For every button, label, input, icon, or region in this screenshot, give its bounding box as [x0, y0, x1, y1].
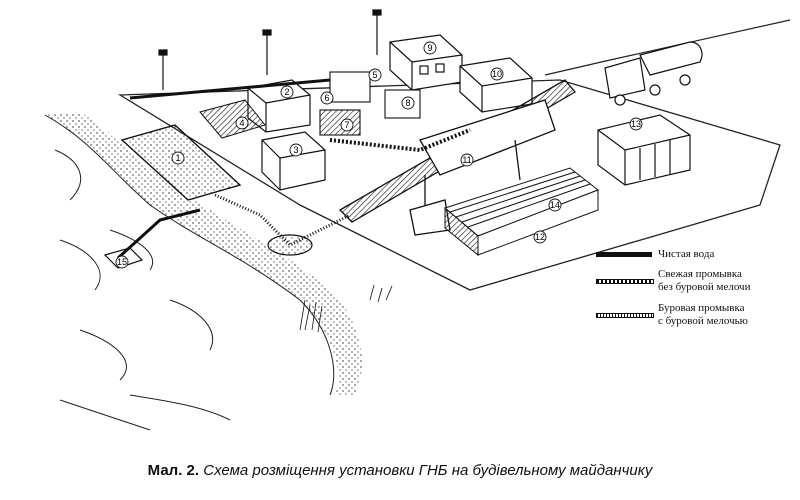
reeds: [299, 284, 393, 333]
clean-water-line: [129, 78, 331, 100]
site-road: [544, 19, 791, 76]
callout-number: 4: [239, 118, 244, 128]
return-mud-line: [214, 193, 351, 247]
callout-circle: [280, 85, 294, 99]
callout-number: 6: [324, 93, 329, 103]
figure-caption: Мал. 2. Схема розміщення установки ГНБ н…: [0, 462, 800, 479]
callout-circle: [235, 116, 249, 130]
callout-circle: [423, 41, 437, 55]
caption-prefix: Мал. 2.: [147, 462, 200, 479]
workshop-container: [459, 57, 533, 113]
callout-circle: [629, 117, 643, 131]
callout-circle: [533, 230, 547, 244]
callout-circle: [171, 151, 185, 165]
callout-circle: [490, 67, 504, 81]
clean-water-line: [116, 208, 201, 260]
legend-swatch: [596, 252, 652, 257]
callout-circle: [289, 143, 303, 157]
legend-label: Чистая вода: [658, 248, 715, 260]
callout-number: 12: [535, 232, 545, 242]
generator-unit: [247, 79, 311, 133]
callout-circle: [548, 198, 562, 212]
mud-collection-pit: [267, 234, 313, 256]
callout-circle: [320, 91, 334, 105]
callout-circle: [460, 153, 474, 167]
legend-label: Буровая промывка: [658, 302, 745, 314]
callout-number: 11: [462, 155, 471, 165]
callout-number: 14: [550, 200, 560, 210]
callout-number: 15: [117, 257, 127, 267]
legend-label: без буровой мелочи: [658, 281, 751, 293]
legend-swatch: [596, 279, 654, 284]
callout-number: 8: [405, 98, 410, 108]
callout-number: 10: [492, 69, 502, 79]
hdd-drilling-rig: [338, 79, 576, 236]
pipe-stack: [443, 167, 600, 257]
callout-number: 5: [372, 70, 377, 80]
light-mast: [158, 9, 382, 90]
river-bank: [44, 114, 335, 431]
callout-number: 7: [344, 120, 349, 130]
callout-circle: [368, 68, 382, 82]
recycling-unit: [319, 71, 421, 136]
site-ground-outline: [117, 79, 781, 291]
legend-label: с буровой мелочью: [658, 315, 748, 327]
callout-number: 3: [293, 145, 298, 155]
callout-number: 1: [175, 153, 180, 163]
water-tanker-truck: [604, 41, 703, 106]
callout-circle: [401, 96, 415, 110]
callout-circle: [115, 255, 129, 269]
callout-number: 9: [427, 43, 432, 53]
callout-circle: [340, 118, 354, 132]
callout-number: 13: [631, 119, 641, 129]
pump-rack: [199, 99, 266, 139]
legend-swatch: [596, 313, 654, 318]
mixing-unit: [261, 131, 326, 191]
caption-text: Схема розміщення установки ГНБ на будіве…: [203, 462, 653, 479]
legend-label: Свежая промывка: [658, 268, 742, 280]
pipe-container: [597, 114, 691, 186]
callout-number: 2: [284, 87, 289, 97]
